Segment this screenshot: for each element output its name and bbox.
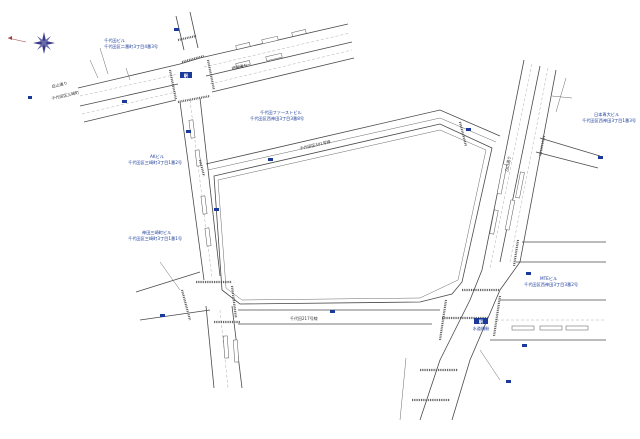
building-addr-right-mid: 千代田区西神田3丁目3番2号 [524,281,578,288]
building-label-left-mid: AKビル [150,153,164,159]
north-arrow-icon [7,36,27,43]
building-label-right-top: 日本専大ビル [594,111,619,118]
road-label-diagonal: 千代田区301号線 [299,138,331,151]
road-label-north: 靖国通り [231,62,248,71]
north-station-label: 駅 [184,72,189,79]
intersection-nw: 駅 [168,54,216,104]
road-west-vertical [179,97,221,281]
building-addr-left-low: 千代田区三崎町3丁目1番1号 [128,235,182,242]
building-label-right-mid: MTEビル [540,275,557,281]
south-station-marker [474,318,488,324]
intersection-se: 駅 水道橋駅 [438,288,502,341]
building-addr-left-mid: 千代田区三崎町3丁目1番2号 [128,159,182,166]
south-station-label: 駅 [479,318,484,325]
compass-rose-icon [33,32,55,54]
road-southwest [135,261,440,389]
building-addr-nw: 千代田区二番町3丁目4番3号 [104,43,158,50]
building-addr-right-top: 千代田区西神田3丁目1番3号 [582,117,636,124]
road-northwest [77,47,201,123]
road-east-branch-mid [512,239,606,267]
road-south-east-lower [399,349,501,421]
building-label-nw: 千代田ビル [104,37,125,44]
road-label-west: 白山通り [51,80,68,89]
building-label-left-low: 神田三崎町ビル [142,229,171,236]
road-label-west-2: 千代田区三崎町 [51,89,80,101]
road-label-east: 白山通り [503,155,512,172]
traffic-sign-icon [28,28,603,383]
road-east [419,59,573,421]
south-station-name: 水道橋駅 [473,325,491,332]
road-diagonal [198,109,501,177]
road-east-branch-top [535,135,601,169]
building-addr-top-center: 千代田区西神田3丁目3番8号 [250,115,304,122]
central-block [213,123,493,305]
road-north [199,23,355,93]
road-east-branch-low [490,299,606,341]
building-label-top-center: 千代田ファーストビル [260,109,302,116]
north-station-marker [180,72,192,78]
road-label-south: 千代田217号線 [290,315,318,321]
road-north-branch [175,11,199,51]
